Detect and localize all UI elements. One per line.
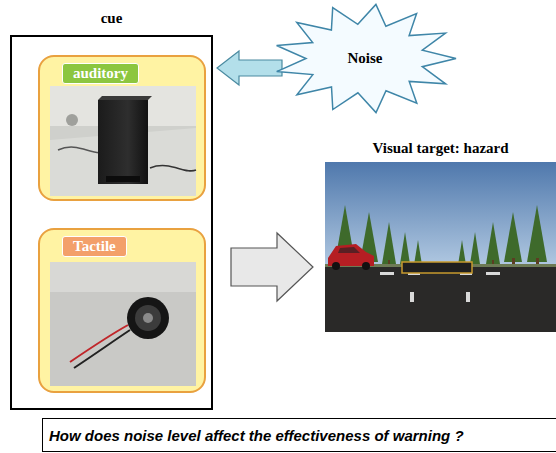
starburst-shape [277,4,456,112]
panel-node: Tactile [38,228,206,393]
panel-fill [39,229,205,392]
node-label: cue [12,10,211,27]
driving-scene [325,162,556,332]
speaker-photo [50,86,196,196]
vibrator-photo [50,262,196,386]
frame-node: cueauditoryTactile [10,35,213,410]
question-text: How does noise level affect the effectiv… [49,427,464,444]
block-arrow [217,51,282,85]
node-label: Visual target: hazard [325,140,556,157]
image-node: Visual target: hazard [325,162,556,332]
star-node: Noise [272,2,458,115]
panel-fill [39,56,205,200]
panel-node: auditory [38,55,206,201]
block-arrow [231,233,313,301]
cue-label: Tactile [62,236,127,257]
cue-label: auditory [62,63,139,84]
red-car [328,244,374,270]
question-node: How does noise level affect the effectiv… [42,418,556,452]
node-label: Noise [348,50,383,67]
